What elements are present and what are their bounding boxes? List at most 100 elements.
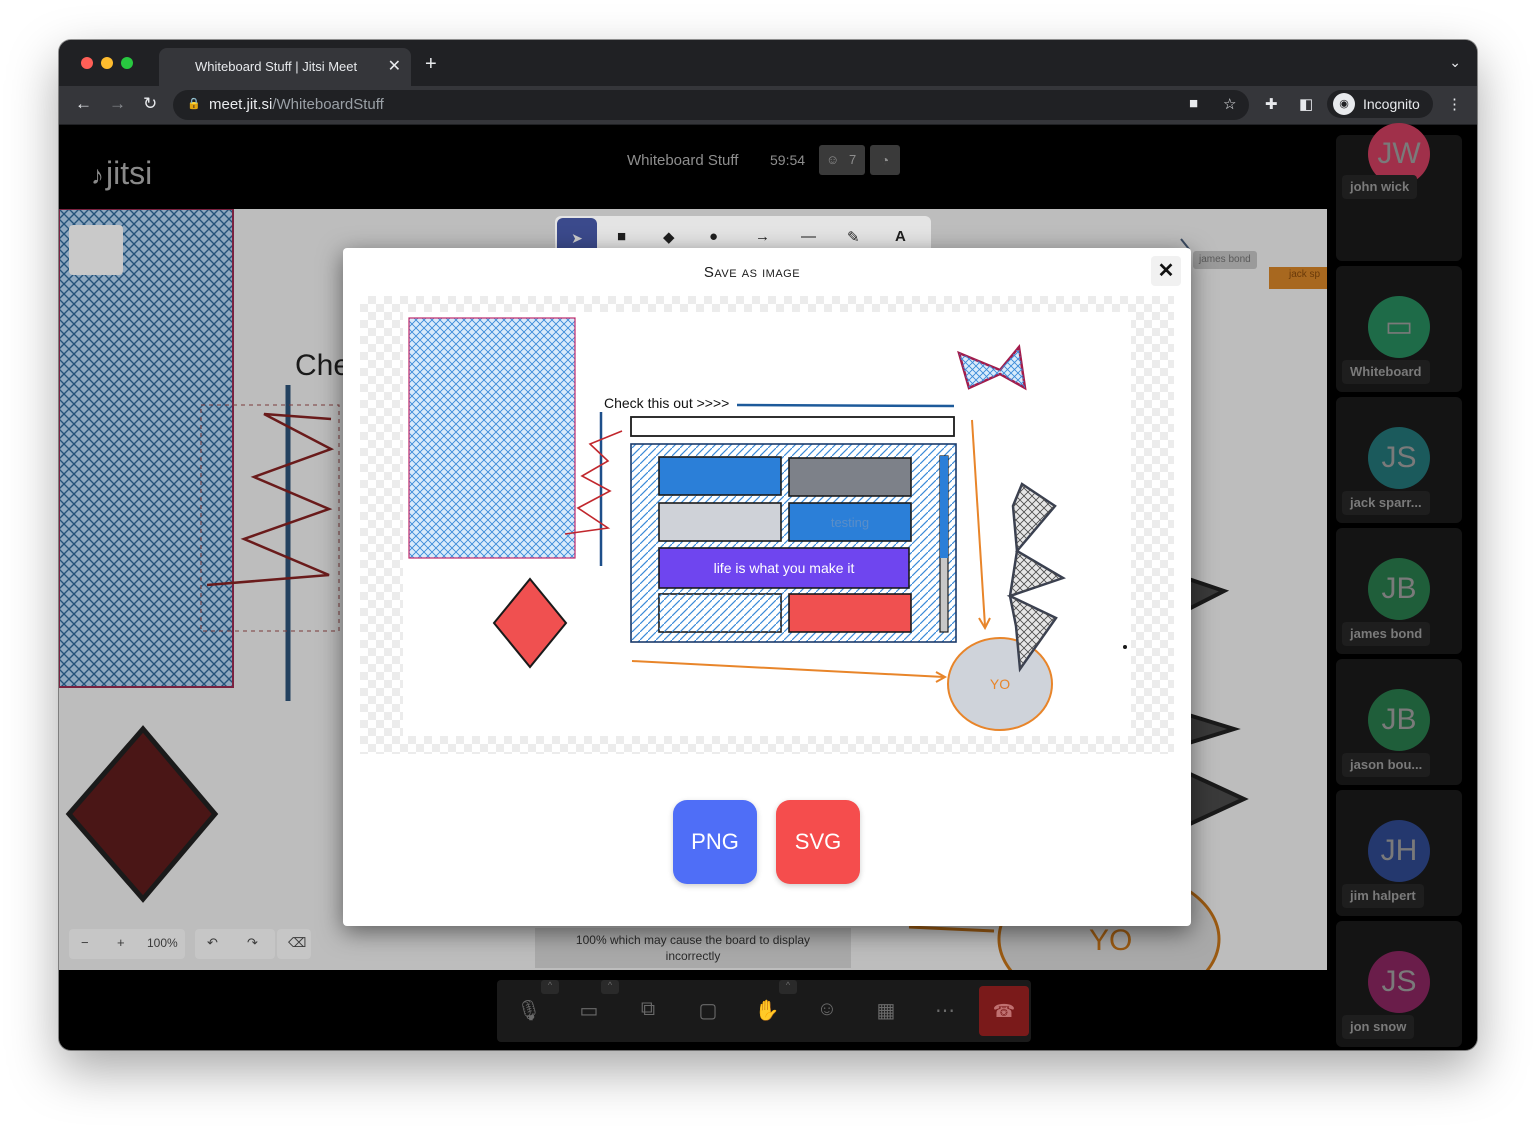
preview-testing-text: testing <box>830 515 870 530</box>
dialog-close-button[interactable]: ✕ <box>1151 256 1181 286</box>
hangup-button[interactable]: ☎ <box>979 986 1029 1036</box>
dialog-title: Save as image <box>703 264 801 281</box>
preview-drawing <box>403 312 1131 736</box>
cursor-label-1: james bond <box>1193 251 1257 269</box>
more-options-icon[interactable]: ⋯ <box>935 1000 955 1022</box>
save-as-image-dialog: Save as image ✕ <box>343 248 1191 926</box>
preview-yo-text: YO <box>989 676 1011 692</box>
audio-options-chevron-icon[interactable]: ^ <box>541 980 559 994</box>
participant-name: john wick <box>1342 175 1418 199</box>
meeting-toolbar: 🎙 ^ ▭ ^ ⧉ ▢ ✋ ^ ☺ ▦ ⋯ ☎ <box>497 980 1031 1042</box>
browser-tab[interactable]: Whiteboard Stuff | Jitsi Meet ✕ <box>159 48 411 86</box>
chat-icon[interactable]: ▢ <box>698 1000 718 1022</box>
reload-icon[interactable]: ↻ <box>143 94 158 113</box>
participant-count-badge[interactable]: ☺ 7 <box>819 145 865 175</box>
tab-search-chevron-icon[interactable]: ⌄ <box>1449 54 1461 70</box>
undo-redo-controls: ↶ ↷ <box>195 929 275 959</box>
preview-purple-text: life is what you make it <box>713 560 855 576</box>
phone-icon: ☎ <box>992 1001 1016 1021</box>
browser-toolbar: ← → ↻ 🔒 meet.jit.si/WhiteboardStuff ■ ☆ … <box>59 86 1477 125</box>
meeting-timer: 59:54 <box>770 152 806 168</box>
incognito-label: Incognito <box>1363 96 1420 112</box>
partial-text: Che <box>295 349 351 382</box>
redo-icon[interactable]: ↷ <box>247 935 258 950</box>
participant-name: Whiteboard <box>1342 360 1430 384</box>
eraser-button[interactable]: ⌫ <box>277 929 311 959</box>
participant-avatar: JW <box>1368 123 1430 185</box>
undo-icon[interactable]: ↶ <box>207 935 218 950</box>
ellipse-tool-icon[interactable]: ● <box>709 228 719 245</box>
reactions-chevron-icon[interactable]: ^ <box>779 980 797 994</box>
tab-strip: Whiteboard Stuff | Jitsi Meet ✕ + ⌄ <box>59 40 1477 86</box>
raise-hand-icon[interactable]: ✋ <box>754 1000 780 1022</box>
browser-zoom-notice: 100% which may cause the board to displa… <box>535 928 851 968</box>
address-bar[interactable]: 🔒 meet.jit.si/WhiteboardStuff ■ ☆ <box>173 90 1249 120</box>
extensions-icon[interactable]: ✚ <box>1265 96 1278 113</box>
side-panel-icon[interactable]: ◧ <box>1299 96 1314 113</box>
forward-icon[interactable]: → <box>109 94 126 113</box>
microphone-muted-icon[interactable]: 🎙 <box>516 1000 542 1022</box>
participant-name: jason bou... <box>1342 753 1431 777</box>
participant-avatar: JS <box>1368 951 1430 1013</box>
lock-icon: 🔒 <box>187 98 201 110</box>
close-window-dot[interactable] <box>81 57 93 69</box>
tab-title: Whiteboard Stuff | Jitsi Meet <box>195 59 358 74</box>
diamond-tool-icon[interactable]: ◆ <box>663 229 675 246</box>
close-icon: ✕ <box>1157 260 1175 282</box>
tab-close-icon[interactable]: ✕ <box>387 58 401 75</box>
zoom-in-icon[interactable]: + <box>117 935 125 950</box>
export-png-button[interactable]: PNG <box>673 800 757 884</box>
participant-count: 7 <box>849 152 857 167</box>
participant-avatar: JS <box>1368 427 1430 489</box>
camera-off-icon[interactable]: ▭ <box>579 1000 599 1022</box>
participants-icon[interactable]: ☺ <box>816 998 838 1020</box>
jitsi-logo-icon: ♪ <box>91 160 104 190</box>
camera-icon[interactable]: ■ <box>1189 95 1199 112</box>
participant-name: jon snow <box>1342 1015 1415 1039</box>
pencil-tool-icon[interactable]: ✎ <box>847 229 860 246</box>
zoom-out-icon[interactable]: − <box>81 935 89 950</box>
bookmark-star-icon[interactable]: ☆ <box>1223 96 1237 113</box>
participant-avatar: JB <box>1368 689 1430 751</box>
arrow-tool-icon[interactable]: → <box>755 228 770 245</box>
participant-name: jim halpert <box>1342 884 1424 908</box>
new-tab-icon[interactable]: + <box>425 53 437 75</box>
yo-bg-text: YO <box>1089 924 1133 957</box>
browser-window: Whiteboard Stuff | Jitsi Meet ✕ + ⌄ ← → … <box>59 40 1477 1050</box>
performance-icon[interactable]: ◔ <box>870 145 900 175</box>
participant-avatar: JB <box>1368 558 1430 620</box>
whiteboard-icon: ▭ <box>1368 296 1430 358</box>
participant-name: jack sparr... <box>1342 491 1430 515</box>
incognito-icon: ◉ <box>1333 93 1355 115</box>
back-icon[interactable]: ← <box>75 94 92 113</box>
meeting-title: Whiteboard Stuff <box>627 152 739 169</box>
menu-dots-icon[interactable]: ⋮ <box>1447 96 1462 113</box>
tile-view-icon[interactable]: ▦ <box>876 1000 896 1022</box>
incognito-badge[interactable]: ◉ Incognito <box>1327 90 1433 118</box>
eraser-icon: ⌫ <box>288 935 307 950</box>
text-tool-icon[interactable]: A <box>895 228 906 245</box>
preview-caption: Check this out >>>> <box>604 395 730 411</box>
participant-avatar: JH <box>1368 820 1430 882</box>
minimize-window-dot[interactable] <box>101 57 113 69</box>
image-preview: Check this out >>>> testing life is what… <box>360 296 1174 754</box>
zoom-controls: − + 100% <box>69 929 185 959</box>
jitsi-logo: ♪jitsi <box>91 155 153 191</box>
maximize-window-dot[interactable] <box>121 57 133 69</box>
participant-tile[interactable]: ▭Whiteboard <box>1336 266 1462 392</box>
screen-share-icon[interactable]: ⧉ <box>640 998 656 1020</box>
participant-name: james bond <box>1342 622 1431 646</box>
cursor-label-2: jack sp <box>1289 269 1321 280</box>
rectangle-tool-icon[interactable]: ■ <box>617 228 627 245</box>
zoom-level[interactable]: 100% <box>147 936 178 950</box>
video-options-chevron-icon[interactable]: ^ <box>601 980 619 994</box>
export-svg-button[interactable]: SVG <box>776 800 860 884</box>
line-tool-icon[interactable]: — <box>801 228 816 245</box>
